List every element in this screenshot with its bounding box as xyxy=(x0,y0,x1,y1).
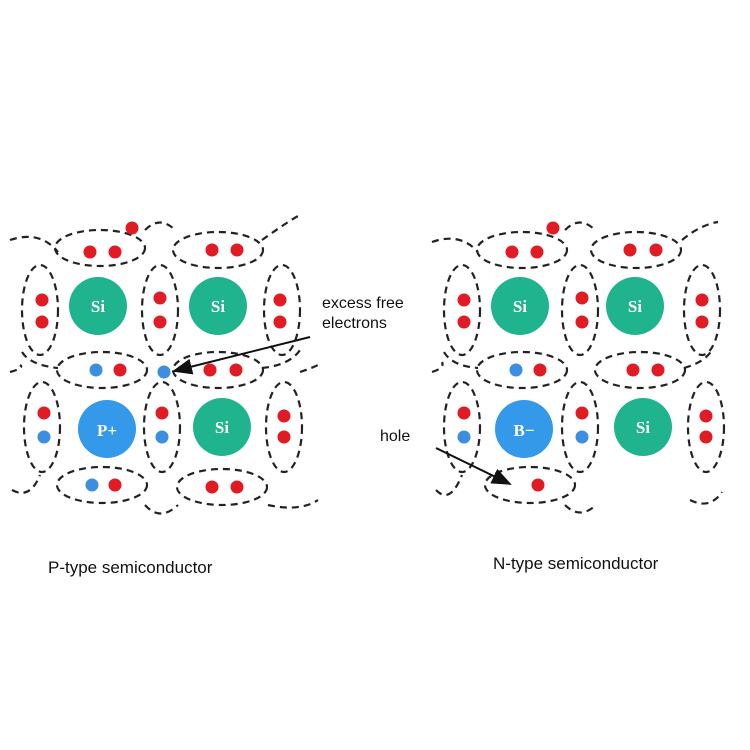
electron xyxy=(651,363,665,377)
atom-label: Si xyxy=(211,297,225,316)
blue-electron xyxy=(37,430,51,444)
electron xyxy=(626,363,640,377)
atom-label: Si xyxy=(513,297,527,316)
electron xyxy=(230,243,244,257)
blue-electron xyxy=(155,430,169,444)
electron xyxy=(83,245,97,259)
n-atom-bl: B− xyxy=(495,400,553,458)
electron xyxy=(505,245,519,259)
atom-label: Si xyxy=(636,418,650,437)
n-atom-tl: Si xyxy=(491,277,549,335)
electron xyxy=(457,315,471,329)
p-atom-br: Si xyxy=(193,398,251,456)
n-type-caption: N-type semiconductor xyxy=(493,554,659,573)
hole-label: hole xyxy=(380,428,410,445)
electron xyxy=(153,291,167,305)
p-electrons xyxy=(35,221,291,494)
electron xyxy=(531,478,545,492)
electron xyxy=(623,243,637,257)
electron xyxy=(273,315,287,329)
electron xyxy=(273,293,287,307)
hole-arrow xyxy=(435,447,512,485)
atom-label: Si xyxy=(628,297,642,316)
atom-circle xyxy=(193,398,251,456)
n-bonds xyxy=(431,220,726,514)
electron xyxy=(155,406,169,420)
electron xyxy=(575,315,589,329)
electron xyxy=(575,291,589,305)
blue-electron xyxy=(509,363,523,377)
electron xyxy=(108,245,122,259)
electron xyxy=(530,245,544,259)
atom-label: P+ xyxy=(97,421,117,440)
p-type-caption: P-type semiconductor xyxy=(48,558,213,577)
p-atom-tr: Si xyxy=(189,277,247,335)
electron xyxy=(205,480,219,494)
electron xyxy=(695,315,709,329)
n-atom-tr: Si xyxy=(606,277,664,335)
electron xyxy=(125,221,139,235)
electron xyxy=(113,363,127,377)
electron xyxy=(277,430,291,444)
electron xyxy=(649,243,663,257)
excess-arrow xyxy=(172,336,311,375)
p-blue-electrons xyxy=(37,363,171,492)
electron xyxy=(533,363,547,377)
electron xyxy=(457,293,471,307)
p-atom-bl: P+ xyxy=(78,400,136,458)
atom-label: Si xyxy=(215,418,229,437)
electron xyxy=(229,363,243,377)
electron xyxy=(695,293,709,307)
blue-electron xyxy=(89,363,103,377)
excess-electron xyxy=(157,365,171,379)
electron xyxy=(35,293,49,307)
p-type-lattice: Si Si P+ Si xyxy=(9,214,319,515)
p-bonds xyxy=(9,214,319,515)
electron xyxy=(108,478,122,492)
electron xyxy=(457,406,471,420)
atom-circle xyxy=(78,400,136,458)
electron xyxy=(699,430,713,444)
electron xyxy=(277,409,291,423)
atom-label: B− xyxy=(513,421,534,440)
atom-circle xyxy=(614,398,672,456)
electron xyxy=(35,315,49,329)
electron xyxy=(205,243,219,257)
excess-label-line1: excess free xyxy=(322,295,404,312)
n-blue-electrons xyxy=(457,363,589,444)
blue-electron xyxy=(575,430,589,444)
electron xyxy=(153,315,167,329)
atom-label: Si xyxy=(91,297,105,316)
electron xyxy=(699,409,713,423)
atom-circle xyxy=(69,277,127,335)
n-electrons xyxy=(457,221,713,492)
atom-circle xyxy=(495,400,553,458)
hole-annotation: hole xyxy=(380,428,512,485)
electron xyxy=(546,221,560,235)
electron xyxy=(575,406,589,420)
p-atom-tl: Si xyxy=(69,277,127,335)
atom-circle xyxy=(606,277,664,335)
electron xyxy=(37,406,51,420)
n-atom-br: Si xyxy=(614,398,672,456)
blue-electron xyxy=(457,430,471,444)
atom-circle xyxy=(189,277,247,335)
n-type-lattice: Si Si B− Si xyxy=(431,220,726,514)
excess-electrons-annotation: excess free electrons xyxy=(172,295,404,375)
electron xyxy=(230,480,244,494)
blue-electron xyxy=(85,478,99,492)
atom-circle xyxy=(491,277,549,335)
excess-label-line2: electrons xyxy=(322,315,387,332)
electron xyxy=(203,363,217,377)
